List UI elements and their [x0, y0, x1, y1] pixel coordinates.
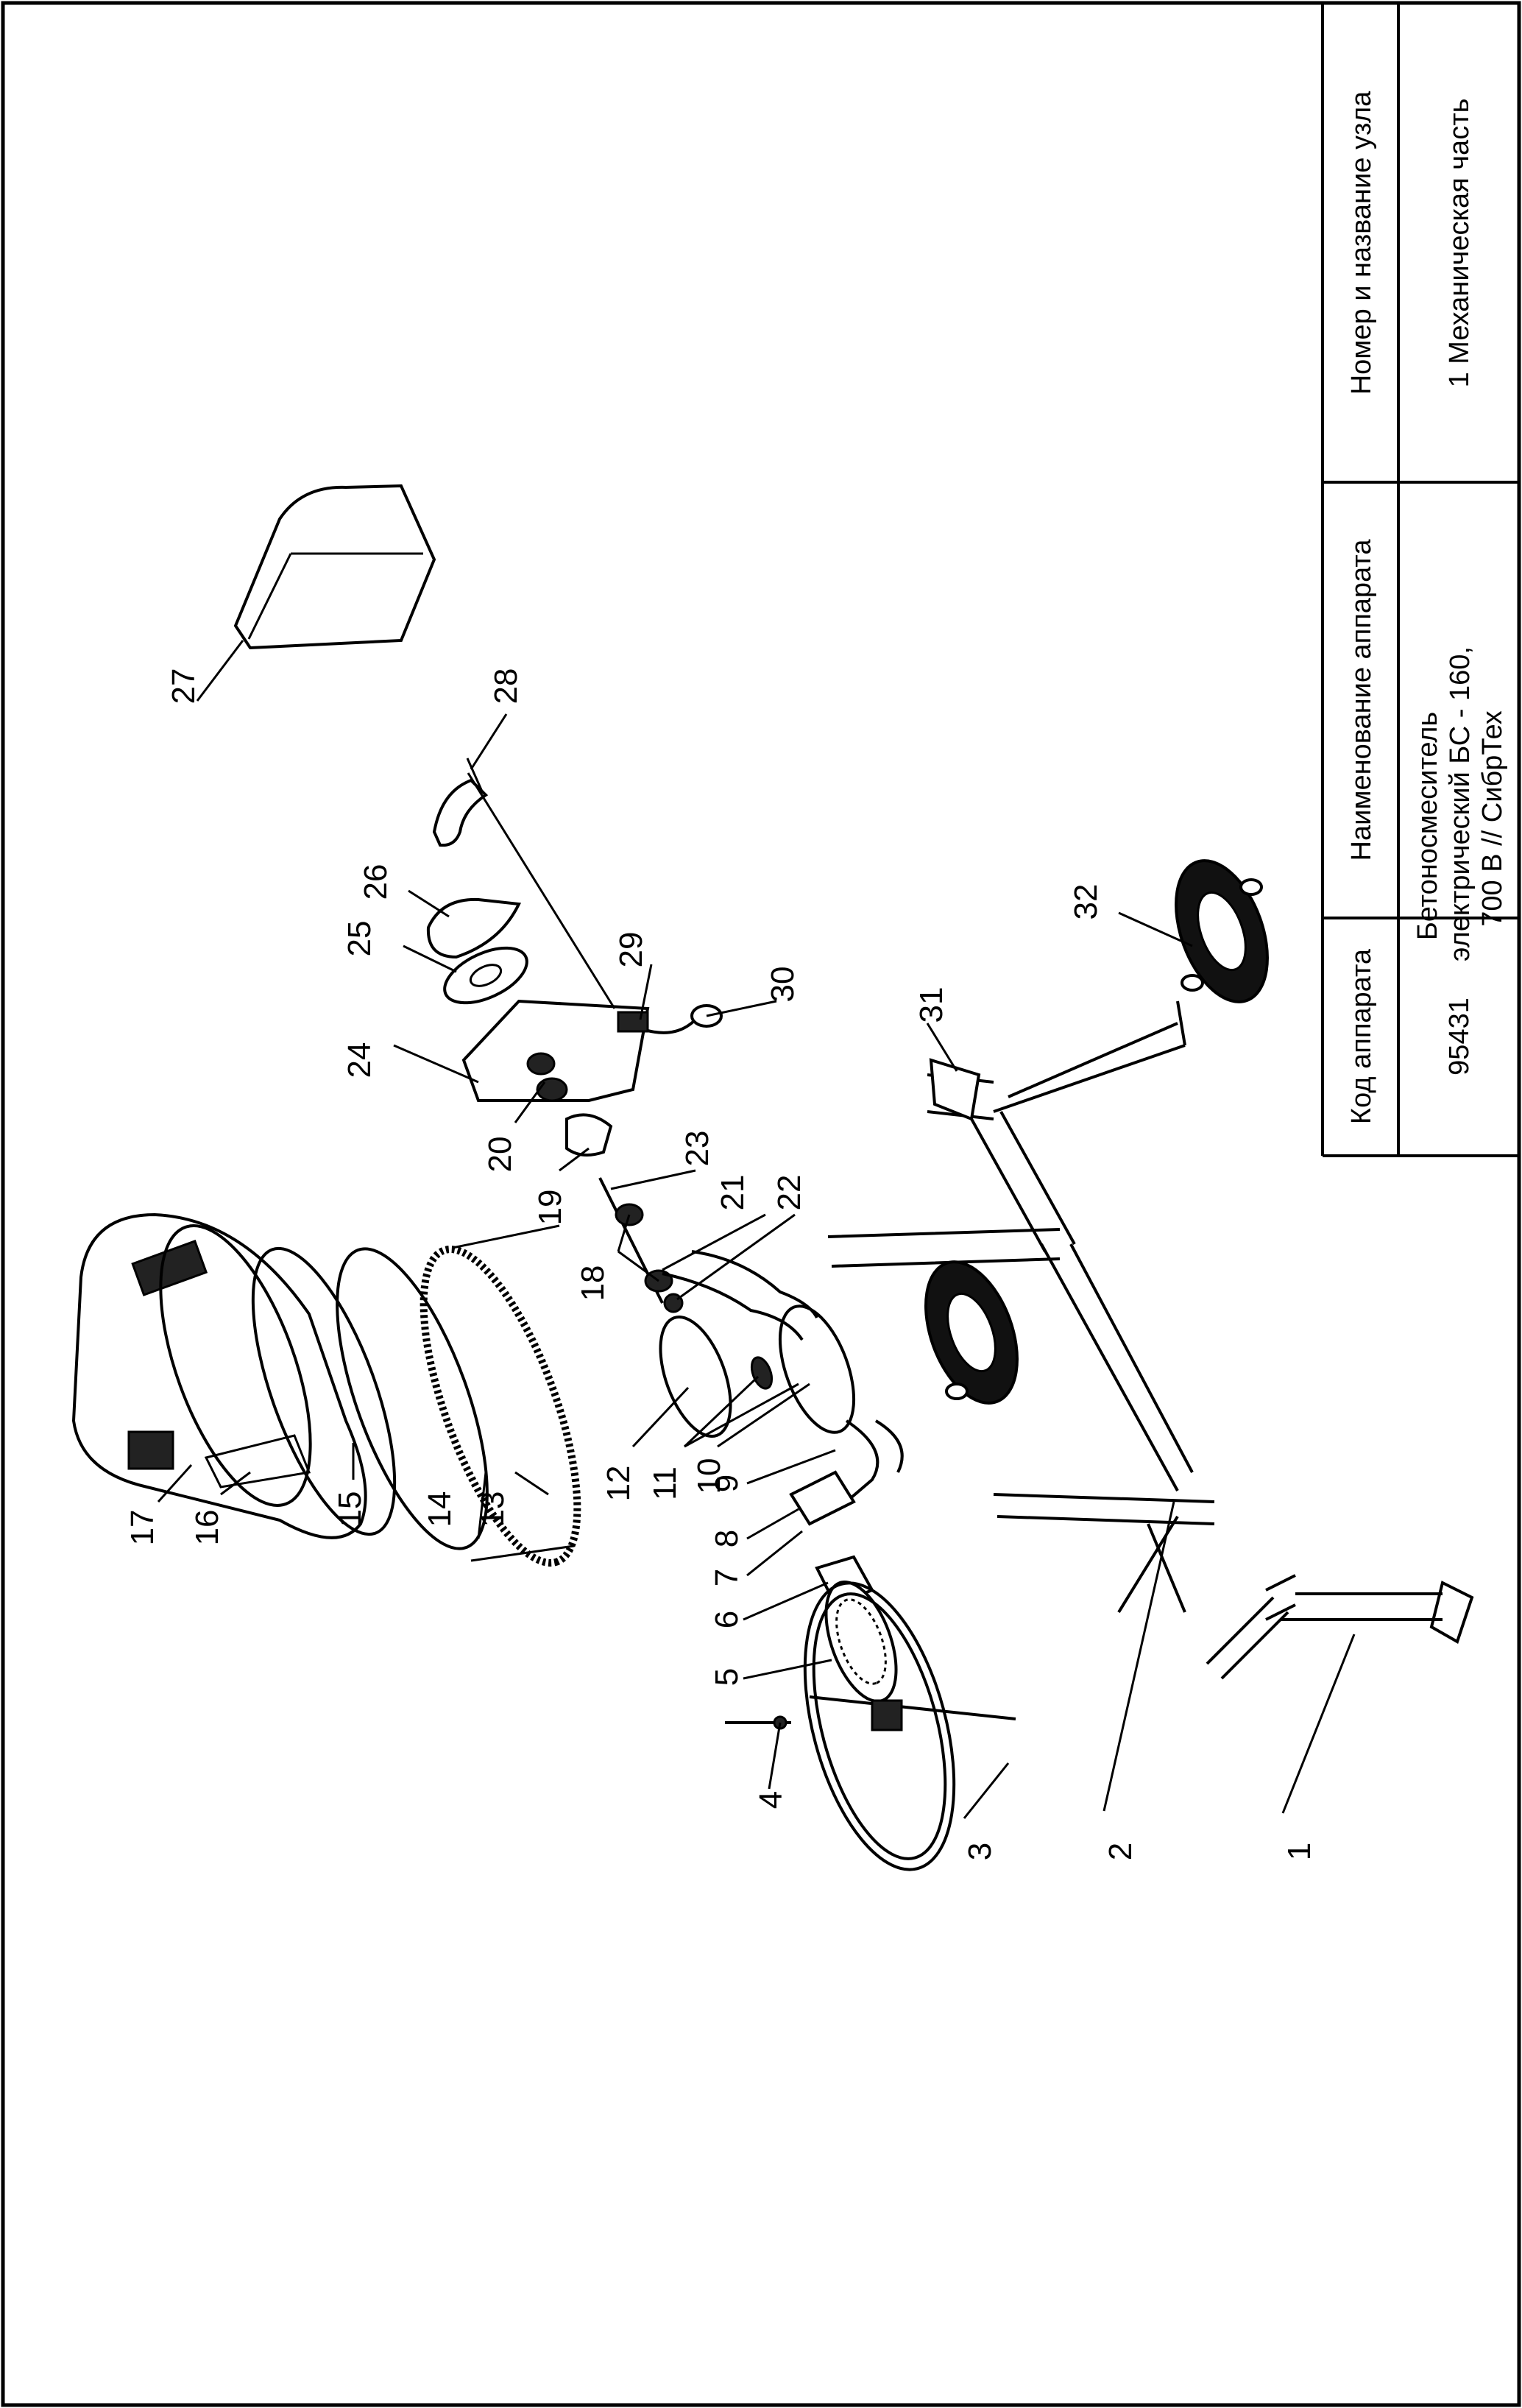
- value-code: 95431: [1444, 998, 1475, 1076]
- drum-body-part: [71, 1212, 367, 1539]
- callout-28: 28: [488, 668, 524, 705]
- callout-13: 13: [475, 1491, 511, 1528]
- handle-part: [432, 778, 489, 847]
- callout-10: 10: [691, 1458, 727, 1494]
- header-code: Код аппарата: [1346, 948, 1377, 1124]
- leader-lines: [157, 640, 1356, 1819]
- callout-12: 12: [601, 1466, 637, 1502]
- value-name-line-3: 700 В // СибрТех: [1477, 710, 1508, 926]
- callout-16: 16: [189, 1510, 225, 1546]
- steering-wheel-part: [803, 1581, 956, 1871]
- callout-7: 7: [709, 1569, 745, 1586]
- yoke-tube-part: [662, 1250, 818, 1341]
- motor-plate-part: [461, 999, 650, 1102]
- header-name: Наименование аппарата: [1346, 539, 1377, 861]
- callout-17: 17: [124, 1510, 160, 1546]
- callout-32: 32: [1068, 884, 1104, 920]
- callout-11: 11: [647, 1466, 683, 1500]
- callout-5: 5: [709, 1668, 745, 1686]
- callout-18: 18: [575, 1265, 611, 1302]
- switch-part: [617, 1011, 649, 1033]
- callout-1: 1: [1281, 1843, 1317, 1860]
- mixer-illustration: [71, 484, 1474, 1871]
- main-frame-part: [827, 1228, 1215, 1614]
- drum-ring-15: [251, 1246, 397, 1536]
- callouts: 1 2 3 4 5 6 7 8 9 10 11 12 13 14 15 16 1…: [124, 668, 1317, 1861]
- callout-4: 4: [753, 1791, 789, 1809]
- callout-6: 6: [709, 1611, 745, 1628]
- belt-part: [426, 897, 522, 959]
- callout-2: 2: [1102, 1843, 1139, 1860]
- callout-29: 29: [613, 932, 649, 968]
- value-name-line-2: электрический БС - 160,: [1445, 646, 1476, 961]
- drum-window-bottom: [127, 1430, 174, 1470]
- drum-cover-part: [233, 484, 436, 650]
- gear-housing-part: [565, 1113, 613, 1157]
- callout-27: 27: [166, 668, 202, 705]
- drum-gear-ring-13: [420, 1246, 581, 1567]
- flange-part: [659, 1315, 732, 1438]
- callout-31: 31: [913, 987, 949, 1023]
- callout-26: 26: [358, 864, 394, 900]
- callout-8: 8: [709, 1530, 745, 1547]
- callout-25: 25: [341, 921, 378, 957]
- callout-23: 23: [679, 1131, 715, 1167]
- callout-21: 21: [715, 1175, 751, 1211]
- callout-19: 19: [532, 1190, 568, 1226]
- header-unit: Номер и название узла: [1346, 91, 1377, 395]
- stand-leg-part: [1265, 1574, 1474, 1644]
- callout-30: 30: [765, 967, 801, 1003]
- callout-20: 20: [482, 1137, 518, 1173]
- callout-9: 9: [709, 1475, 745, 1492]
- callout-22: 22: [771, 1175, 807, 1211]
- value-unit: 1 Механическая часть: [1444, 99, 1475, 388]
- drum-ring-16: [159, 1224, 312, 1507]
- drum-ring-14: [336, 1247, 489, 1550]
- value-name-line-1: Бетоносмеситель: [1412, 712, 1443, 940]
- title-block: Код аппарата Наименование аппарата Номер…: [1321, 3, 1519, 1157]
- pulley-part: [443, 946, 528, 1005]
- callout-24: 24: [341, 1042, 378, 1078]
- shaft-sleeve-part: [789, 1470, 856, 1526]
- bearing-hub-part: [778, 1304, 856, 1434]
- callout-3: 3: [962, 1843, 998, 1860]
- rear-frame-part: [927, 1000, 1186, 1252]
- callout-15: 15: [332, 1491, 368, 1528]
- cable-plug-part: [647, 1018, 697, 1034]
- callout-14: 14: [422, 1491, 458, 1528]
